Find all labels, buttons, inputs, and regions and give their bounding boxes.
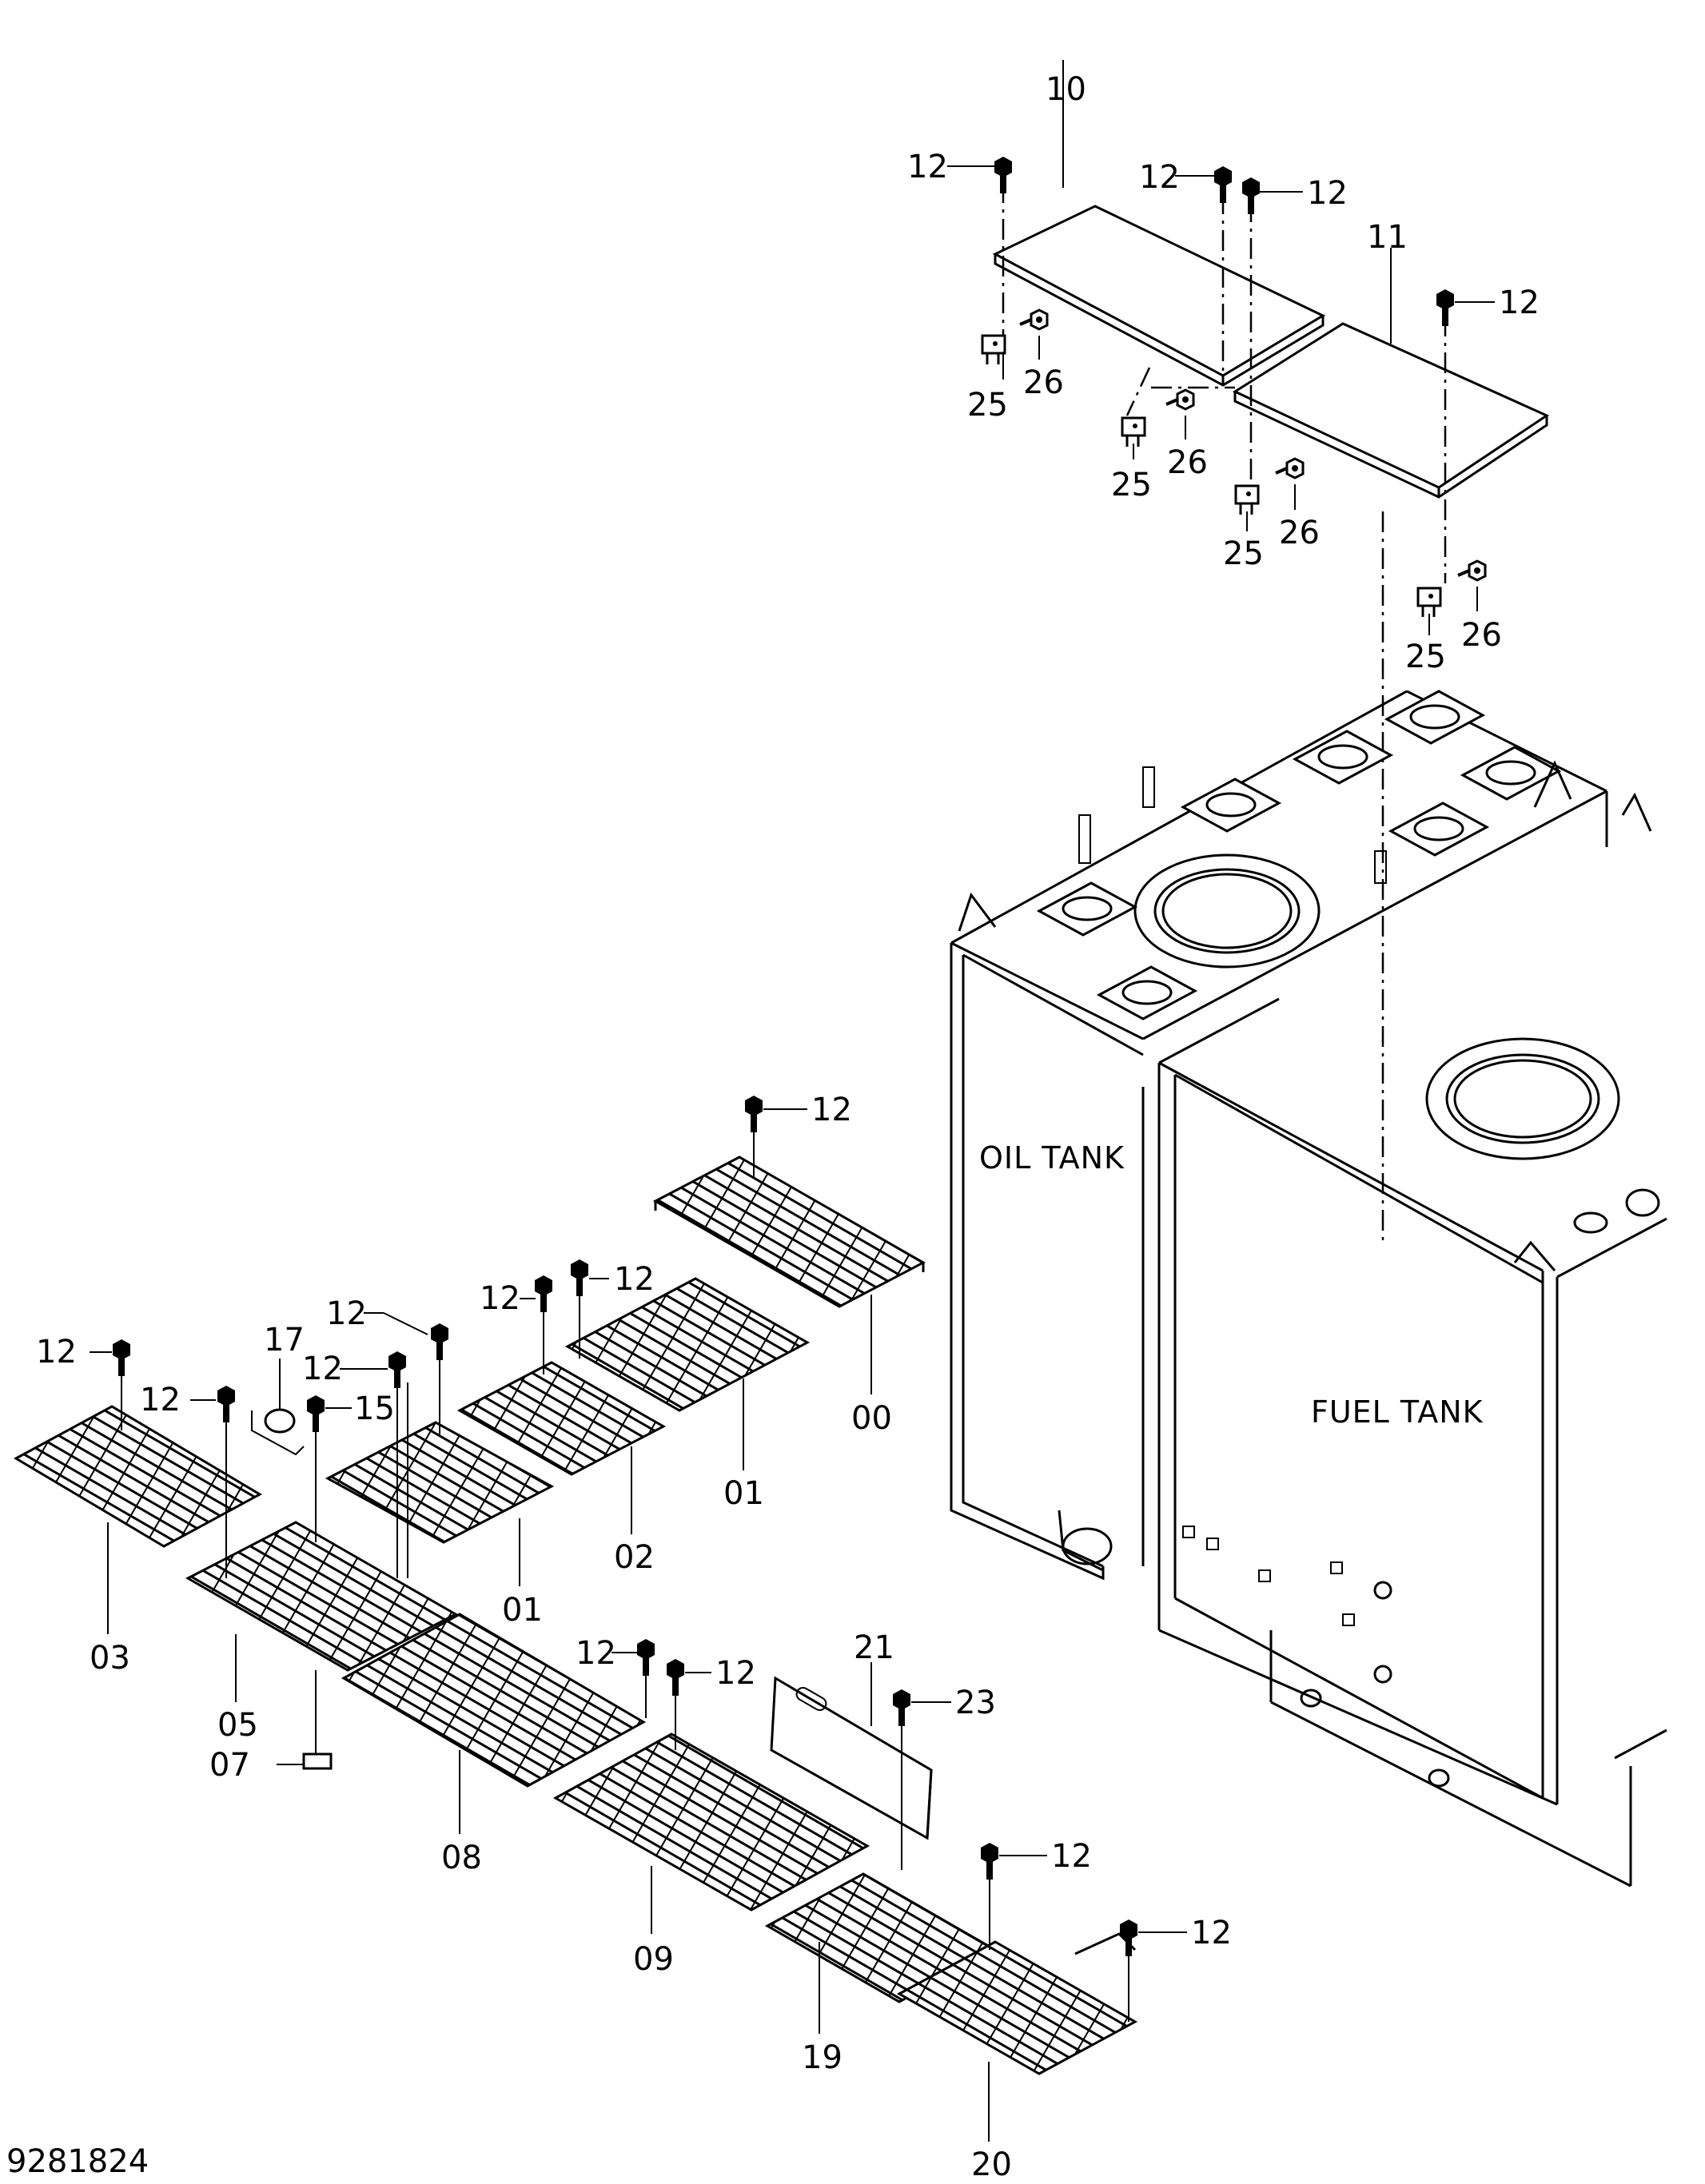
callout-15: 15 (354, 1390, 395, 1427)
callout-12: 12 (36, 1334, 77, 1370)
cover-10 (992, 205, 1326, 387)
callout-12: 12 (140, 1382, 181, 1418)
callout-02: 02 (614, 1539, 655, 1576)
callout-12: 12 (811, 1092, 852, 1128)
callout-12: 12 (302, 1351, 343, 1387)
fuel-tank (1157, 997, 1667, 1888)
callout-17: 17 (264, 1322, 305, 1359)
callout-12: 12 (480, 1280, 520, 1317)
callout-10: 10 (1046, 71, 1086, 108)
oil-tank-label: OIL TANK (979, 1140, 1125, 1176)
callout-12: 12 (1191, 1915, 1232, 1951)
gratings (13, 1156, 1138, 2075)
callout-12: 12 (326, 1295, 367, 1332)
callout-25: 25 (1111, 467, 1152, 503)
plate-07 (302, 1752, 333, 1770)
callout-25: 25 (1223, 535, 1264, 572)
callout-12: 12 (1499, 284, 1540, 321)
callout-00: 00 (851, 1400, 892, 1437)
callout-12: 12 (907, 149, 948, 185)
callout-26: 26 (1461, 617, 1502, 654)
bracket-21 (770, 1676, 933, 1840)
callout-07: 07 (209, 1747, 250, 1784)
callout-12: 12 (1139, 159, 1180, 196)
fuel-tank-label: FUEL TANK (1311, 1394, 1484, 1430)
cover-11 (1232, 322, 1550, 499)
callout-12: 12 (1051, 1838, 1092, 1875)
callout-01: 01 (723, 1475, 764, 1512)
assembly-lines-top (1002, 182, 1447, 1247)
callout-19: 19 (802, 2039, 843, 2076)
callout-12: 12 (614, 1261, 655, 1298)
callout-25: 25 (1405, 638, 1446, 675)
callout-20: 20 (971, 2146, 1012, 2180)
callout-26: 26 (1167, 444, 1208, 481)
cap-17 (251, 1408, 305, 1456)
callout-labels: 10 11 12 12 12 12 25 26 25 26 25 26 25 2… (36, 71, 1540, 2183)
callout-12: 12 (715, 1655, 756, 1692)
callout-25: 25 (967, 387, 1008, 424)
drawing-code: 9281824 (6, 2143, 149, 2180)
callout-12: 12 (1307, 175, 1348, 212)
callout-12: 12 (576, 1635, 616, 1672)
oil-tank (950, 690, 1652, 1581)
callout-21: 21 (854, 1629, 894, 1666)
callout-03: 03 (90, 1640, 130, 1677)
callout-09: 09 (633, 1941, 674, 1978)
callout-23: 23 (955, 1685, 996, 1721)
callout-26: 26 (1279, 515, 1320, 551)
callout-26: 26 (1023, 364, 1064, 401)
callout-11: 11 (1367, 219, 1408, 256)
callout-01: 01 (502, 1592, 543, 1629)
leader-lines (90, 60, 1495, 2142)
callout-05: 05 (217, 1707, 258, 1744)
callout-08: 08 (441, 1840, 482, 1876)
